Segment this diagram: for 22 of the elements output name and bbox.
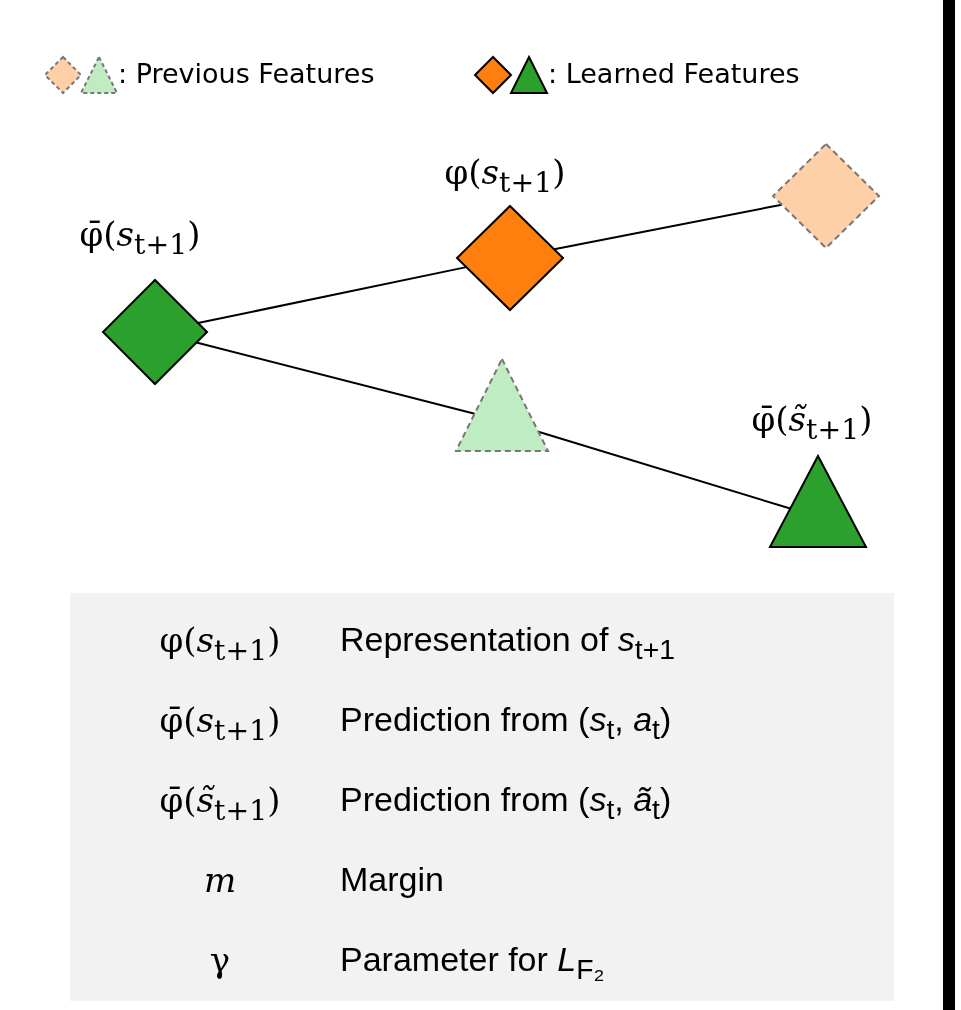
symbol-cell: γ bbox=[209, 940, 231, 980]
diamond-marker bbox=[456, 205, 564, 311]
symbol-cell: φ̄(s$_{t+1}$) bbox=[159, 700, 281, 747]
node-caption: φ(s$_{t+1}$) bbox=[444, 152, 566, 199]
connector-line bbox=[197, 266, 468, 325]
legend-text: : Previous Features bbox=[118, 58, 375, 89]
triangle-marker bbox=[769, 455, 867, 548]
diamond-marker bbox=[772, 143, 880, 249]
diamond-marker bbox=[102, 279, 208, 385]
description-cell: Representation of s$_{t+1}$ bbox=[340, 620, 675, 666]
description-cell: Margin bbox=[340, 860, 444, 899]
node-caption: φ̄(s$_{t+1}$) bbox=[79, 214, 201, 261]
symbol-cell: φ(s$_{t+1}$) bbox=[159, 620, 281, 667]
triangle-marker bbox=[455, 358, 549, 452]
description-cell: Parameter for L$_{F₂}$ bbox=[340, 940, 605, 986]
legend-text: : Learned Features bbox=[548, 58, 800, 89]
connector-line bbox=[553, 203, 783, 251]
symbol-cell: m bbox=[203, 860, 237, 900]
node-caption: φ̄(s̃$_{t+1}$) bbox=[751, 399, 873, 446]
description-cell: Prediction from (s$_{t}$, a$_{t}$) bbox=[340, 700, 672, 746]
description-cell: Prediction from (s$_{t}$, ã$_{t}$) bbox=[340, 780, 672, 826]
symbol-cell: φ̄(s̃$_{t+1}$) bbox=[159, 780, 281, 827]
